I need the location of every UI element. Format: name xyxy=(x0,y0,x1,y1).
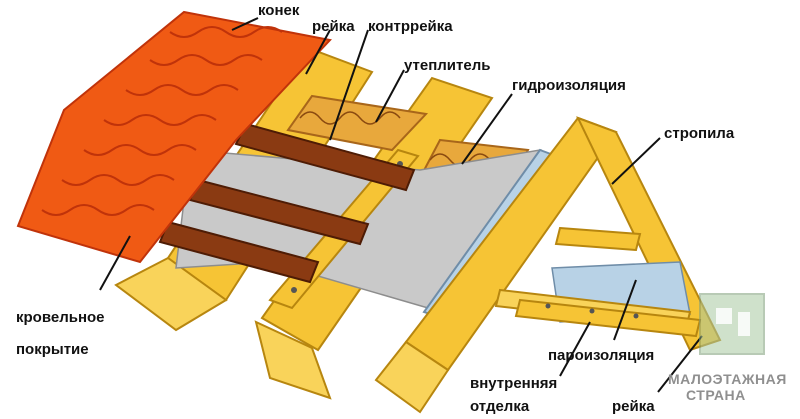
leader-lines xyxy=(99,17,703,393)
rafter-left-end xyxy=(114,256,228,332)
label-gidroizolyaciya: гидроизоляция xyxy=(512,77,626,94)
watermark-line2: СТРАНА xyxy=(686,387,746,403)
label-stropila: стропила xyxy=(664,125,735,142)
rafter-middle-end xyxy=(254,320,332,400)
label-krovelnoe: кровельное xyxy=(16,309,105,326)
watermark-logo xyxy=(699,293,765,355)
label-paroizolyaciya: пароизоляция xyxy=(548,347,654,364)
nail xyxy=(633,313,639,319)
label-vnutrennyaya: внутренняя xyxy=(470,375,557,392)
batten-3 xyxy=(158,220,320,284)
rafter-right-end xyxy=(374,340,450,414)
roof-tiles xyxy=(16,10,332,264)
bottom-batten xyxy=(514,298,702,338)
collar-tie xyxy=(554,226,642,252)
label-otdelka: отделка xyxy=(470,398,530,415)
label-reika-top: рейка xyxy=(312,18,355,35)
label-uteplitel: утеплитель xyxy=(404,57,490,74)
nail xyxy=(589,308,595,314)
nail xyxy=(545,303,551,309)
nail xyxy=(291,287,297,293)
label-pokrytie: покрытие xyxy=(16,341,89,358)
label-reika-bottom: рейка xyxy=(612,398,655,415)
watermark-line1: МАЛОЭТАЖНАЯ xyxy=(668,371,787,387)
tile-ridges xyxy=(41,26,283,216)
label-konek: конек xyxy=(258,2,300,19)
insulation-block-1 xyxy=(286,94,429,152)
label-kontrreika: контррейка xyxy=(368,18,453,35)
